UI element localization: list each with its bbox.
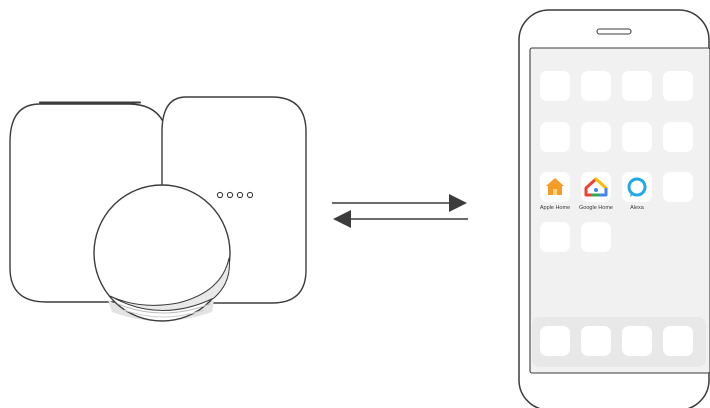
app-tile	[663, 71, 693, 101]
echo-dot-speaker-icon	[94, 185, 230, 321]
alexa-tile	[622, 172, 652, 202]
app-tile	[663, 172, 693, 202]
alexa-label[interactable]: Alexa	[607, 205, 667, 212]
app-tile	[581, 122, 611, 152]
phone-speaker-grille	[597, 29, 631, 34]
app-tile	[581, 222, 611, 252]
dock-app-tile	[581, 326, 611, 356]
app-tile	[540, 222, 570, 252]
dock-app-tile	[540, 326, 570, 356]
app-tile	[622, 71, 652, 101]
app-tile	[581, 71, 611, 101]
arrow-left	[333, 210, 468, 228]
bidirectional-arrows-icon	[332, 194, 468, 228]
arrow-right	[332, 194, 467, 212]
dock-app-tile	[663, 326, 693, 356]
dock-app-tile	[622, 326, 652, 356]
app-tile	[622, 122, 652, 152]
app-tile	[663, 122, 693, 152]
app-tile	[540, 122, 570, 152]
app-tile	[540, 71, 570, 101]
